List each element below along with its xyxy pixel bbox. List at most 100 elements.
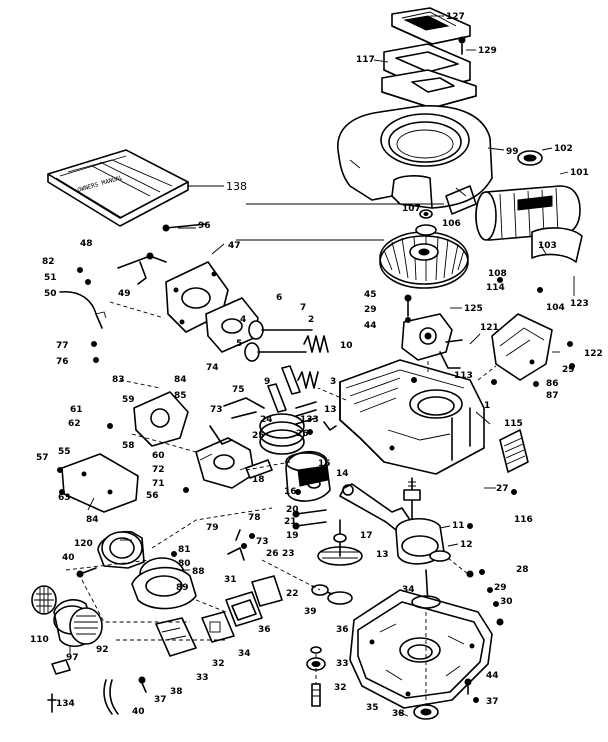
- callout-82: 82: [42, 257, 55, 267]
- callout-11: 11: [452, 521, 465, 531]
- cylinder-block[interactable]: [339, 359, 485, 475]
- control-lever-74[interactable]: [209, 397, 265, 445]
- oil-seal-38[interactable]: [413, 704, 439, 720]
- valve-spring[interactable]: [297, 335, 329, 389]
- callout-134: 134: [56, 699, 75, 709]
- callout-33: 33: [336, 659, 349, 669]
- callout-35: 35: [366, 703, 379, 713]
- callout-99: 99: [506, 147, 519, 157]
- piston-16[interactable]: [285, 450, 331, 502]
- gasket-35-small[interactable]: [251, 575, 283, 607]
- intake-valve-4[interactable]: [248, 320, 313, 340]
- fuel-tank-filler[interactable]: [133, 391, 189, 447]
- breather-115[interactable]: [499, 429, 529, 473]
- callout-85: 85: [174, 391, 187, 401]
- throttle-bracket-84[interactable]: [61, 453, 139, 513]
- callout-37: 37: [154, 695, 167, 705]
- callout-13: 13: [324, 405, 337, 415]
- filter-screen-110[interactable]: [31, 585, 57, 615]
- callout-117: 117: [356, 55, 375, 65]
- callout-129: 129: [478, 46, 497, 56]
- callout-108: 108: [488, 269, 507, 279]
- callout-25: 25: [252, 431, 265, 441]
- governor-gear-22[interactable]: [311, 584, 353, 605]
- callout-103: 103: [538, 241, 557, 251]
- callout-110: 110: [30, 635, 49, 645]
- air-cleaner-cover[interactable]: [391, 7, 471, 45]
- callout-114: 114: [486, 283, 505, 293]
- callout-106: 106: [442, 219, 461, 229]
- callout-34: 34: [402, 585, 415, 595]
- dipstick-tube-32[interactable]: [311, 683, 321, 707]
- callout-13b: 13: [376, 550, 389, 560]
- callout-22: 22: [286, 589, 299, 599]
- muffler-guard-assembly[interactable]: [475, 185, 581, 241]
- callout-96: 96: [198, 221, 211, 231]
- callout-57: 57: [36, 453, 49, 463]
- callout-113: 113: [454, 371, 473, 381]
- callout-7: 7: [300, 303, 306, 313]
- rod-cap-bolts-21[interactable]: [292, 509, 327, 530]
- screw-129[interactable]: [458, 36, 466, 55]
- callout-59: 59: [122, 395, 135, 405]
- cylinder-shield-121[interactable]: [491, 313, 553, 381]
- cylinder-head-bolts-133[interactable]: [295, 401, 337, 431]
- owners-manual[interactable]: OWNERS MANUAL: [47, 149, 189, 227]
- callout-120: 120: [74, 539, 93, 549]
- ignition-bolts-45[interactable]: [404, 294, 412, 323]
- callout-123: 123: [570, 299, 589, 309]
- fuel-line-40[interactable]: [103, 679, 119, 715]
- crank-gear-12[interactable]: [429, 550, 451, 562]
- blower-housing[interactable]: [337, 105, 493, 215]
- callout-27: 27: [496, 484, 509, 494]
- callout-39: 39: [304, 607, 317, 617]
- filter-cover-92[interactable]: [69, 607, 103, 645]
- callout-18: 18: [252, 475, 265, 485]
- callout-63: 63: [58, 493, 71, 503]
- sump-gasket[interactable]: [411, 595, 441, 609]
- callout-97: 97: [66, 653, 79, 663]
- carburetor-linkage-48[interactable]: [117, 223, 207, 285]
- callout-88: 88: [192, 567, 205, 577]
- gasket-36[interactable]: [155, 617, 197, 657]
- starter-cup-106[interactable]: [415, 224, 437, 236]
- flywheel-nut-107[interactable]: [419, 209, 433, 219]
- callout-28: 28: [516, 565, 529, 575]
- fuel-tank-120[interactable]: [76, 530, 145, 578]
- deflector-102[interactable]: [517, 150, 543, 166]
- valve-tappets[interactable]: [267, 365, 301, 413]
- piston-pin-14[interactable]: [245, 459, 273, 479]
- callout-101: 101: [570, 168, 589, 178]
- gasket-34-small[interactable]: [225, 591, 263, 627]
- callout-79: 79: [206, 523, 219, 533]
- callout-127: 127: [446, 12, 465, 22]
- callout-45: 45: [364, 290, 377, 300]
- plate-31[interactable]: [201, 611, 235, 643]
- muffler-shield-103[interactable]: [531, 227, 583, 263]
- camshaft-13[interactable]: [317, 519, 363, 566]
- flywheel[interactable]: [379, 231, 469, 289]
- callout-84b: 84: [86, 515, 99, 525]
- piston-rings-24[interactable]: [259, 413, 305, 455]
- callout-55: 55: [58, 447, 71, 457]
- filter-clip-73[interactable]: [227, 529, 247, 561]
- callout-34b: 34: [238, 649, 251, 659]
- callout-50: 50: [44, 289, 57, 299]
- callout-44b: 44: [486, 671, 499, 681]
- governor-spring-link[interactable]: [59, 290, 107, 329]
- callout-labels: 127 129 117 99 102 101 138 107 106 103 1…: [30, 12, 603, 719]
- callout-71: 71: [152, 479, 165, 489]
- callout-40: 40: [62, 553, 75, 563]
- callout-138: 138: [226, 180, 247, 193]
- callout-19: 19: [286, 531, 299, 541]
- filter-tag-134[interactable]: [47, 659, 71, 713]
- callout-60: 60: [152, 451, 165, 461]
- drain-plug-33[interactable]: [306, 646, 326, 671]
- sump-bolts[interactable]: [464, 570, 504, 703]
- carburetor-body[interactable]: [195, 437, 255, 489]
- small-screw-37[interactable]: [138, 676, 147, 693]
- callout-125: 125: [464, 304, 483, 314]
- ignition-armature-125[interactable]: [401, 313, 463, 369]
- exhaust-valve-5[interactable]: [244, 342, 307, 362]
- air-filter-housing-88[interactable]: [131, 557, 197, 610]
